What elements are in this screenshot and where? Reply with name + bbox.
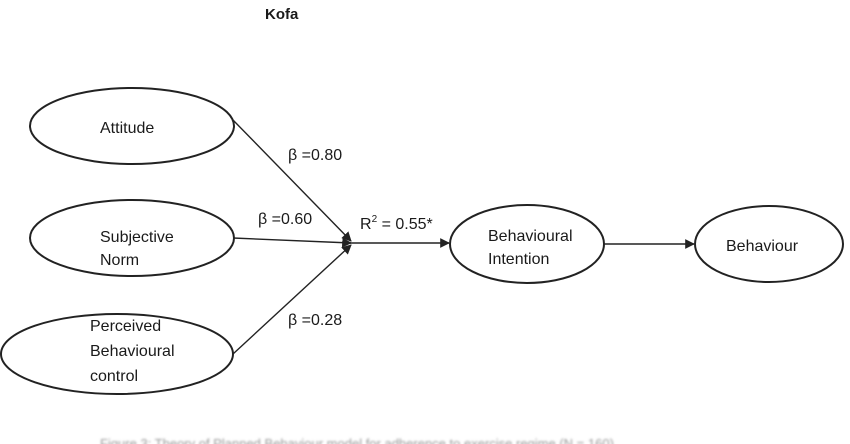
node-subjective-norm-line-2: Norm [100, 252, 139, 269]
node-perceived-control-line-1: Perceived [90, 318, 161, 335]
beta-control-label: β =0.28 [288, 312, 342, 329]
node-subjective-norm-line-1: Subjective [100, 229, 174, 246]
figure-caption: Figure 3: Theory of Planned Behaviour mo… [100, 436, 614, 444]
r-squared-label: R2 = 0.55* [360, 214, 433, 233]
node-perceived-control: Perceived Behavioural control [0, 313, 234, 395]
beta-attitude-label: β =0.80 [288, 147, 342, 164]
beta-norm-label: β =0.60 [258, 211, 312, 228]
edge-norm-to-intention [232, 237, 352, 248]
node-subjective-norm: Subjective Norm [29, 199, 235, 277]
node-attitude: Attitude [29, 87, 235, 165]
node-behaviour: Behaviour [694, 205, 844, 283]
node-behavioural-intention: Behavioural Intention [449, 204, 605, 284]
node-behavioural-intention-line-1: Behavioural [488, 228, 573, 245]
edge-control-to-intention [232, 244, 352, 355]
node-perceived-control-line-3: control [90, 368, 138, 385]
node-perceived-control-line-2: Behavioural [90, 343, 175, 360]
node-attitude-label: Attitude [100, 120, 154, 137]
page-header: Kofa [265, 6, 299, 23]
edge-attitude-to-intention [232, 119, 352, 242]
node-behaviour-label: Behaviour [726, 238, 799, 255]
node-behavioural-intention-line-2: Intention [488, 251, 549, 268]
